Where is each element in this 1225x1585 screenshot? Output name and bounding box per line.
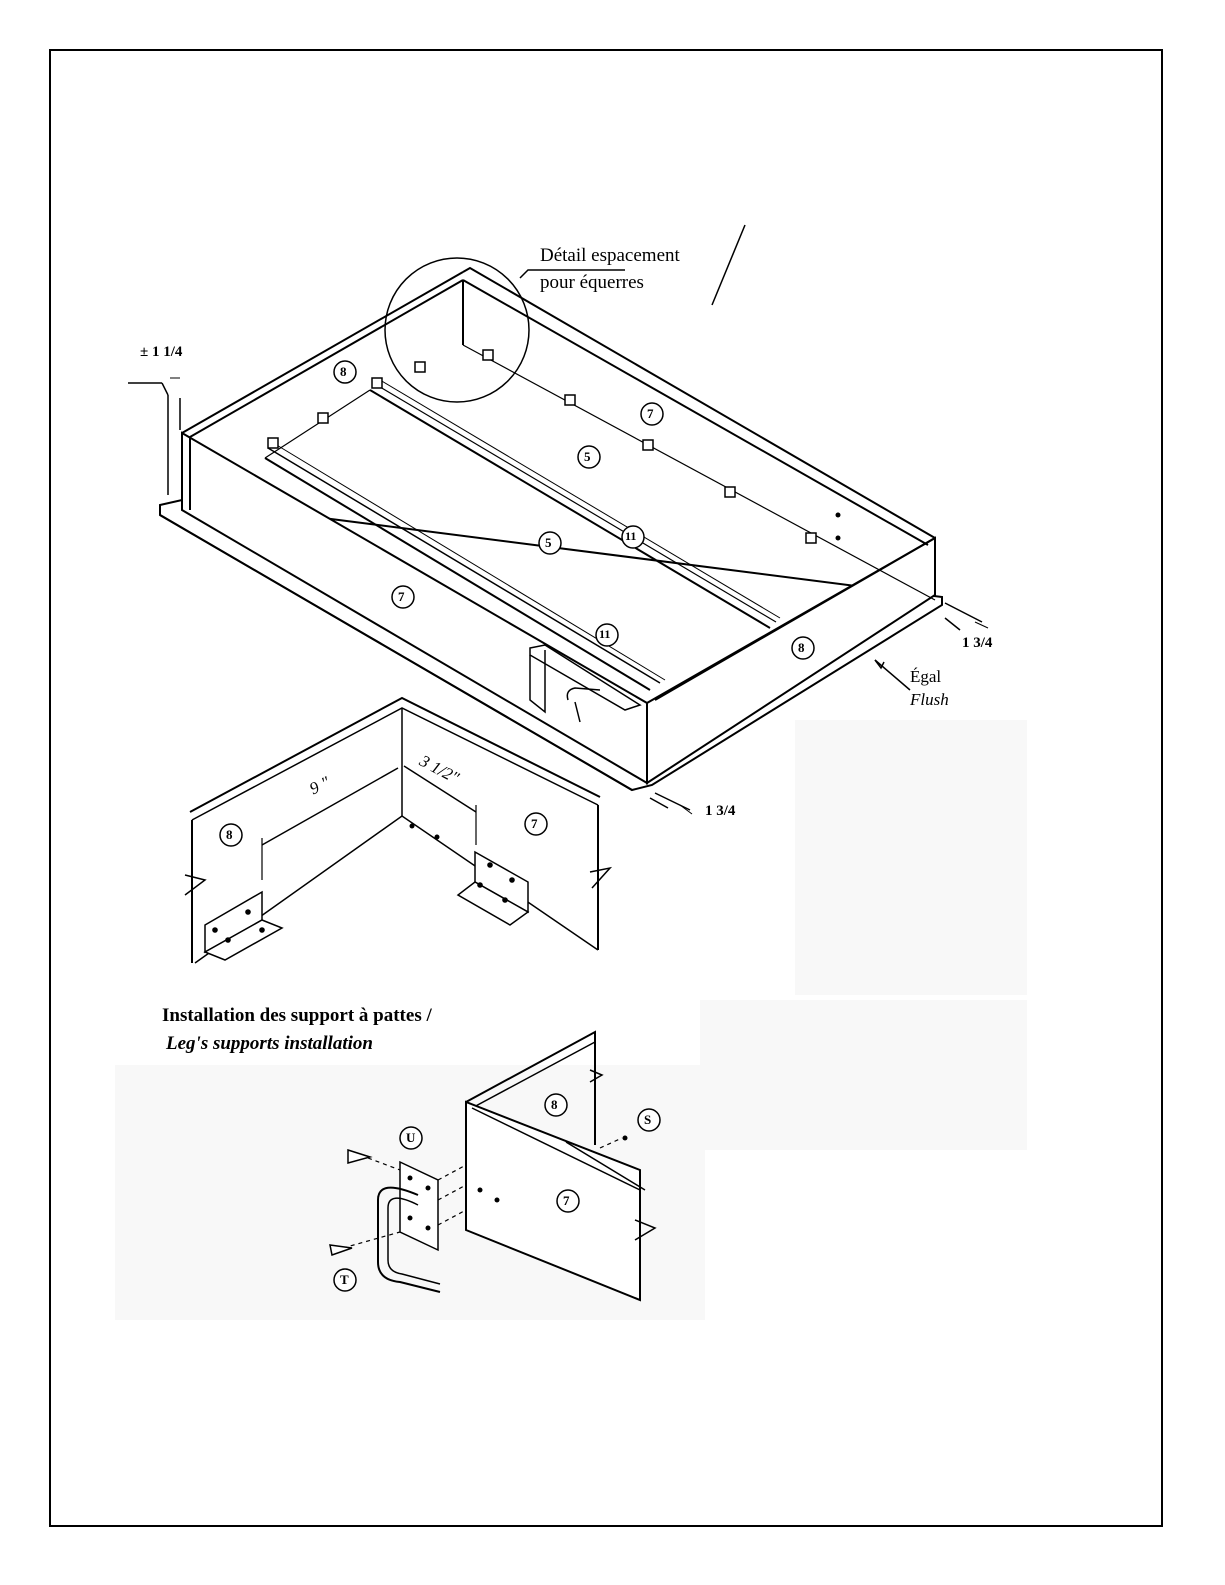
detail-callout-8: 8 [226, 828, 233, 841]
callout-11-lower: 11 [599, 628, 610, 640]
callout-7-front: 7 [398, 590, 405, 603]
leg-callout-7: 7 [563, 1194, 570, 1207]
leg-support-title-fr: Installation des support à pattes / [162, 1006, 432, 1025]
callout-8-left: 8 [340, 365, 347, 378]
callout-5-lower: 5 [545, 536, 552, 549]
callout-7-back: 7 [647, 407, 654, 420]
leg-callout-8: 8 [551, 1098, 558, 1111]
leg-support-title-en: Leg's supports installation [166, 1034, 373, 1053]
detail-label-line1: Détail espacement [540, 246, 680, 265]
leg-callout-s: S [644, 1113, 651, 1126]
dim-right: 1 3/4 [962, 636, 992, 651]
flush-label-fr: Égal [910, 668, 941, 685]
callout-8-right: 8 [798, 641, 805, 654]
detail-label-line2: pour équerres [540, 273, 644, 292]
leg-callout-t: T [340, 1273, 349, 1286]
dim-top-left: ± 1 1/4 [140, 345, 182, 360]
detail-callout-7: 7 [531, 817, 538, 830]
callout-5-upper: 5 [584, 450, 591, 463]
leg-callout-u: U [406, 1131, 415, 1144]
page-frame [49, 49, 1163, 1527]
dim-bottom: 1 3/4 [705, 804, 735, 819]
callout-11-upper: 11 [625, 530, 636, 542]
flush-label-en: Flush [910, 691, 949, 708]
